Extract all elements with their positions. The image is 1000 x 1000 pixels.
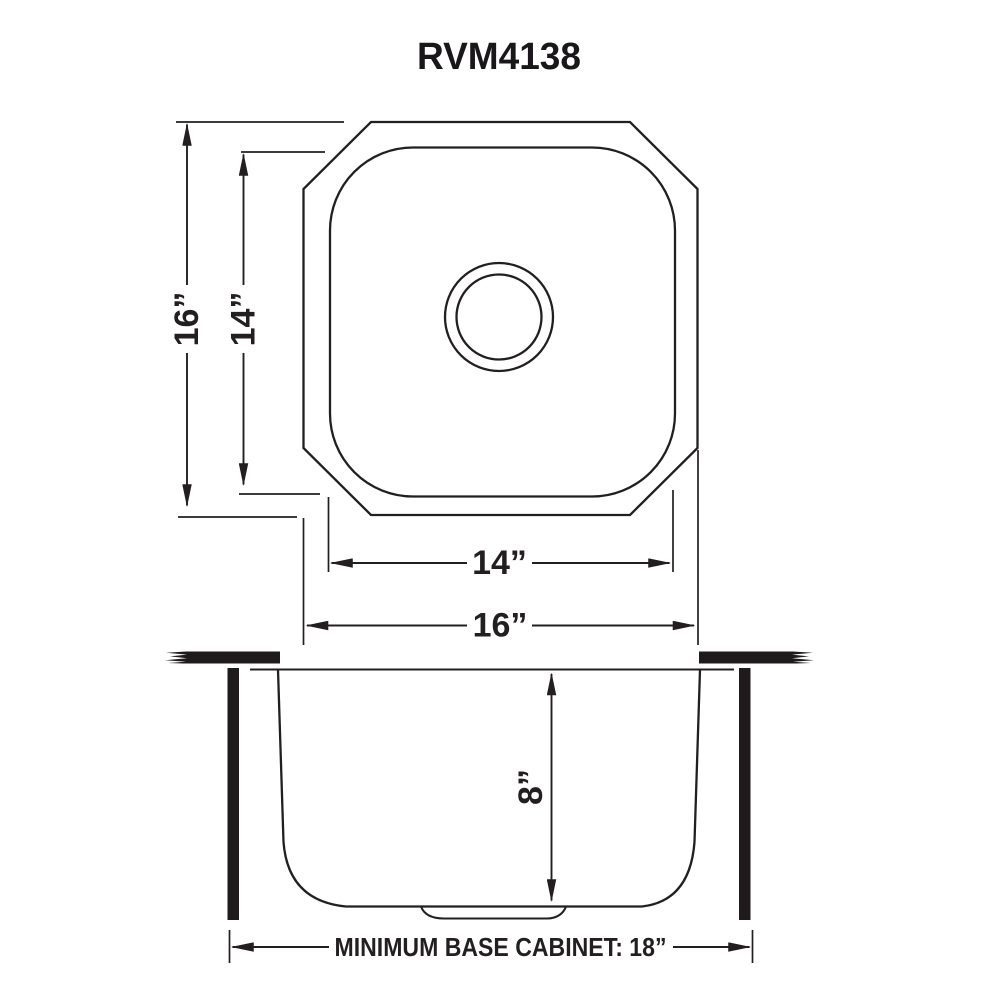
- drain-outlet-profile: [420, 906, 567, 920]
- outer-width-label: 16”: [473, 607, 528, 645]
- sink-basin: [328, 146, 677, 498]
- countertop-left: [165, 651, 280, 664]
- inner-height-label: 14”: [225, 292, 263, 347]
- dimension-inner-width: 14”: [327, 490, 674, 582]
- countertop-right: [699, 651, 814, 664]
- sink-outer-rim: [302, 120, 699, 517]
- dimension-outer-height: 16”: [168, 121, 344, 518]
- inner-width-label: 14”: [472, 544, 527, 582]
- outer-height-label: 16”: [168, 292, 206, 347]
- dimension-base-cabinet: MINIMUM BASE CABINET: 18”: [228, 930, 754, 964]
- side-view: 8” MINIMUM BASE CABINET: 18”: [165, 651, 814, 964]
- cabinet-wall-right: [739, 668, 751, 920]
- base-cabinet-label: MINIMUM BASE CABINET: 18”: [335, 932, 667, 962]
- cabinet-wall-left: [227, 668, 239, 920]
- drain-icon: [443, 261, 555, 373]
- top-view: 16” 14” 14”: [168, 120, 699, 645]
- dimension-outer-width: 16”: [302, 450, 699, 645]
- sink-bowl-profile: [276, 669, 702, 908]
- depth-label: 8”: [512, 769, 550, 805]
- dimension-depth: 8”: [512, 672, 557, 903]
- dimension-inner-height: 14”: [225, 151, 325, 495]
- page-title: RVM4138: [417, 36, 581, 78]
